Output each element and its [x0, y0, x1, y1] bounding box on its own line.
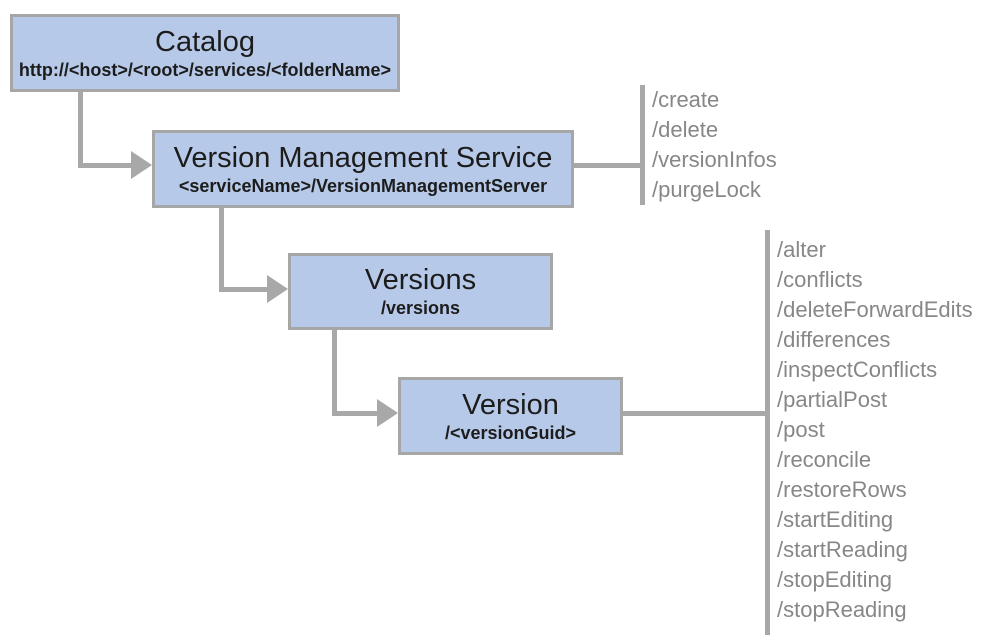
arrowhead-icon: [267, 275, 288, 303]
operation-item: /differences: [777, 327, 891, 352]
operation-item: /stopReading: [777, 597, 907, 622]
operation-item: /deleteForwardEdits: [777, 297, 973, 322]
operation-item: /post: [777, 417, 825, 442]
operation-item: /partialPost: [777, 387, 888, 412]
connector-vms-versions-horizontal: [219, 287, 267, 292]
node-versions-title: Versions: [364, 264, 477, 296]
version-operations-bracket-bar: [765, 230, 770, 635]
operation-item: /restoreRows: [777, 477, 907, 502]
node-version-url-pattern: /<versionGuid>: [444, 422, 577, 443]
connector-catalog-vms-vertical: [78, 92, 83, 168]
node-catalog-url-pattern: http://<host>/<root>/services/<folderNam…: [18, 59, 392, 80]
connector-vms-versions-vertical: [219, 208, 224, 292]
operation-item: /reconcile: [777, 447, 872, 472]
node-version-title: Version: [462, 388, 559, 421]
connector-versions-version-vertical: [332, 330, 337, 416]
operation-item: /stopEditing: [777, 567, 892, 592]
node-versions-url-pattern: /versions: [380, 298, 461, 318]
connector-version-operations: [623, 411, 765, 416]
operation-item: /versionInfos: [652, 147, 777, 172]
version-operations-list: /alter /conflicts /deleteForwardEdits /d…: [777, 235, 973, 625]
connector-catalog-vms-horizontal: [78, 163, 132, 168]
operation-item: /purgeLock: [652, 177, 761, 202]
operation-item: /startEditing: [777, 507, 894, 532]
vms-operations-list: /create /delete /versionInfos /purgeLock: [652, 85, 777, 205]
connector-vms-operations: [574, 163, 640, 168]
connector-versions-version-horizontal: [332, 411, 377, 416]
node-version: Version /<versionGuid>: [398, 377, 623, 455]
arrowhead-icon: [131, 151, 152, 179]
node-catalog-title: Catalog: [155, 25, 255, 58]
operation-item: /alter: [777, 237, 826, 262]
operation-item: /startReading: [777, 537, 908, 562]
node-vms-title: Version Management Service: [173, 141, 553, 174]
operation-item: /create: [652, 87, 720, 112]
vms-operations-bracket-bar: [640, 85, 645, 205]
node-version-management-service: Version Management Service <serviceName>…: [152, 130, 574, 208]
arrowhead-icon: [377, 399, 398, 427]
node-catalog: Catalog http://<host>/<root>/services/<f…: [10, 14, 400, 92]
operation-item: /delete: [652, 117, 719, 142]
node-versions: Versions /versions: [288, 253, 553, 330]
node-vms-url-pattern: <serviceName>/VersionManagementServer: [178, 175, 548, 196]
operation-item: /conflicts: [777, 267, 863, 292]
operation-item: /inspectConflicts: [777, 357, 938, 382]
